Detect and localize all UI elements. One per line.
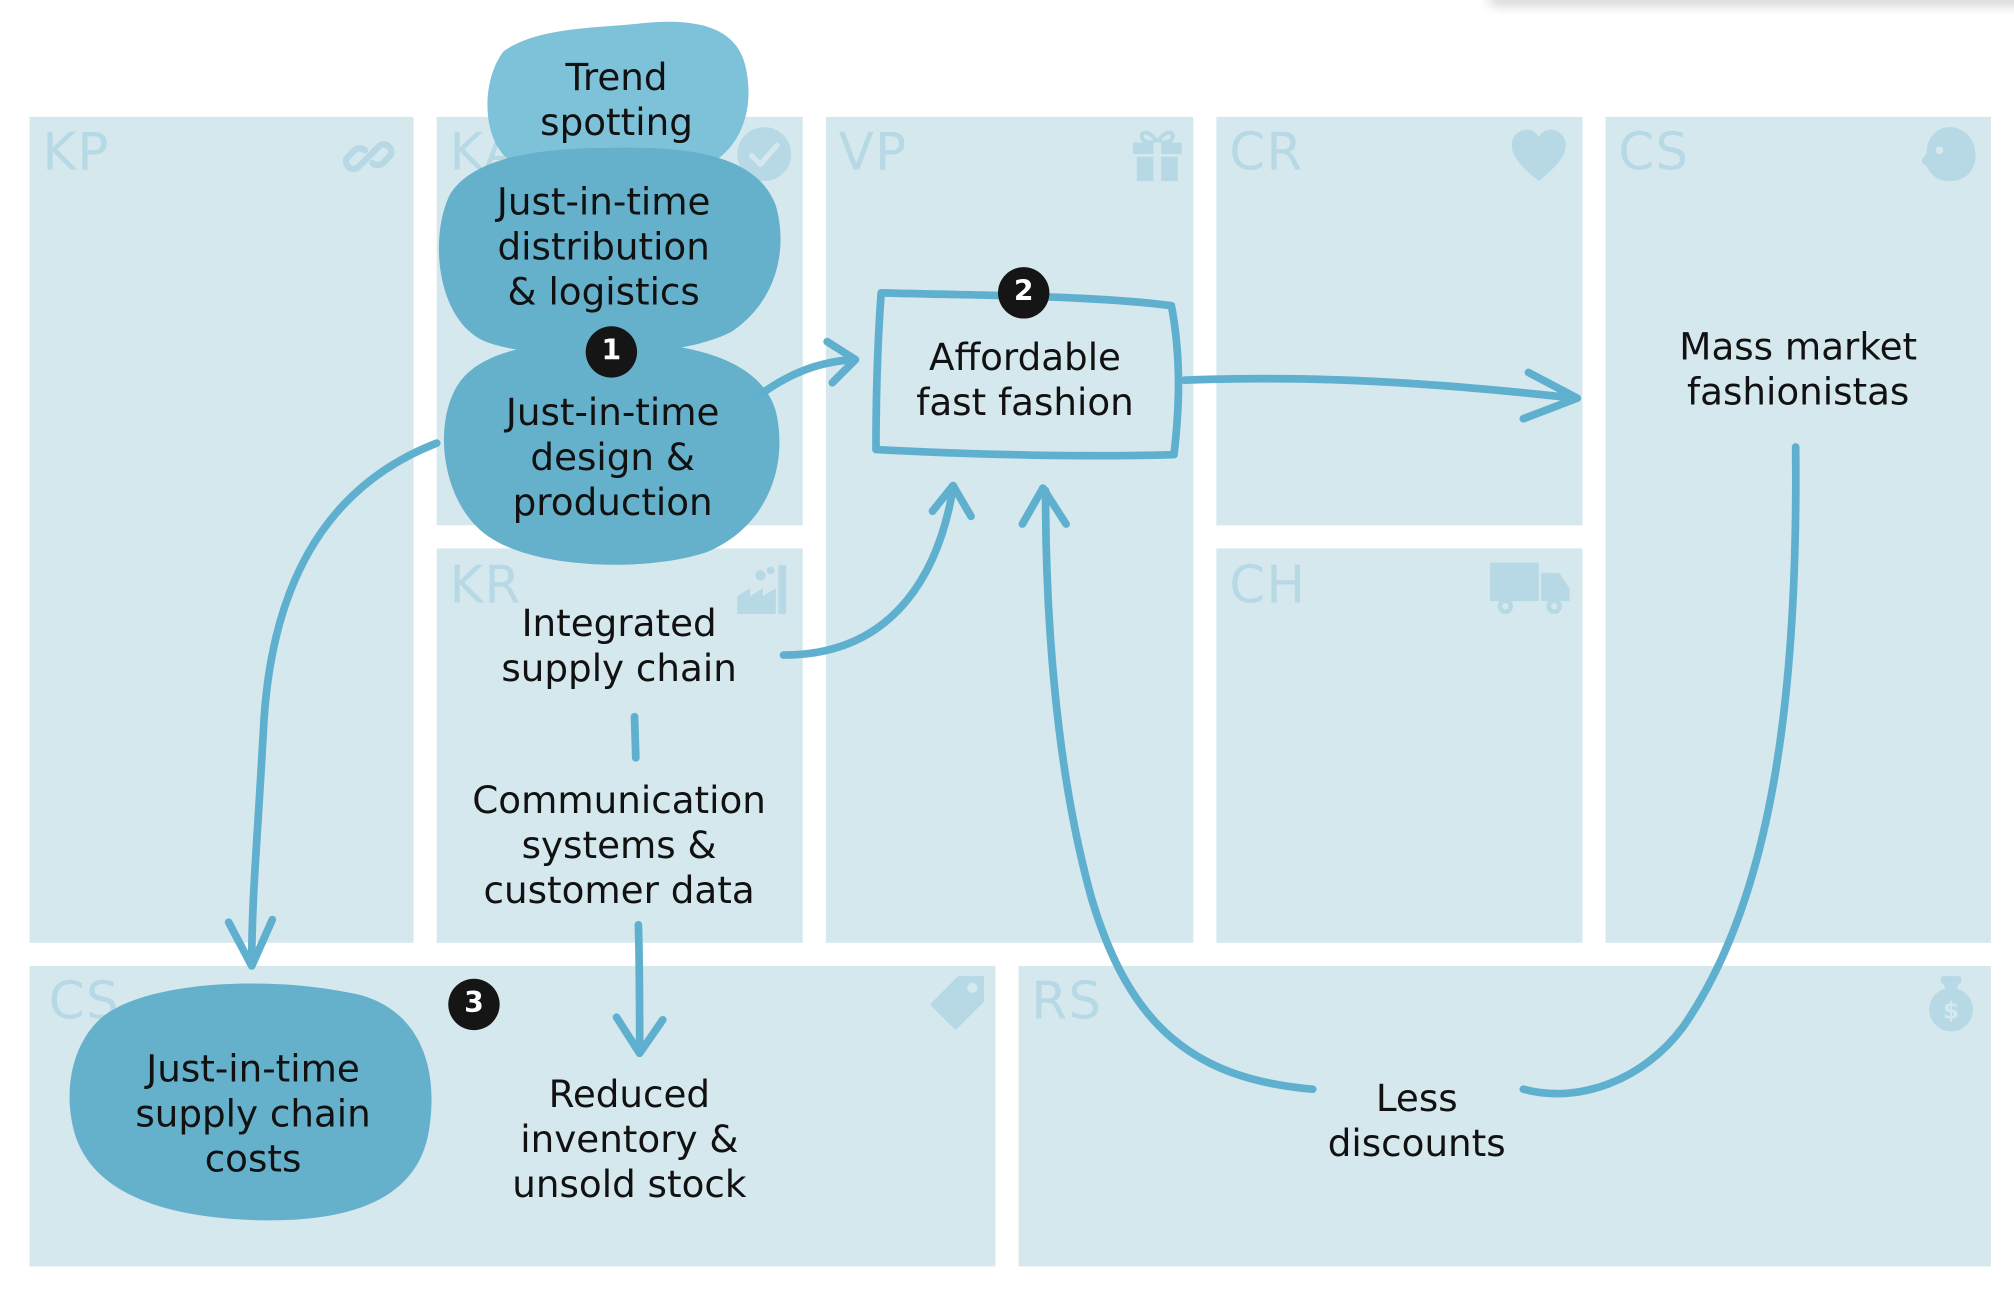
arrow-cs-to-discounts — [1519, 443, 1800, 1098]
label-ch: CH — [1229, 556, 1307, 616]
note-jit-costs: Just-in-time supply chain costs — [135, 1046, 371, 1181]
block-channels — [1216, 548, 1583, 943]
arrow-design-to-vp — [751, 355, 857, 403]
arrow-discounts-to-vp — [1041, 486, 1317, 1094]
label-kr: KR — [449, 556, 522, 616]
heart-icon — [1509, 127, 1568, 186]
checkmark-icon — [735, 125, 794, 184]
factory-icon — [735, 557, 794, 616]
block-key-partners — [29, 116, 414, 943]
badge-2: 2 — [998, 267, 1050, 319]
note-jit-design: Just-in-time design & production — [505, 390, 720, 525]
arrow-supply-to-vp — [779, 484, 957, 659]
label-vp: VP — [838, 123, 908, 183]
note-reduced-inventory: Reduced inventory & unsold stock — [512, 1072, 747, 1207]
blob-trend-spotting — [487, 21, 749, 176]
label-kp: KP — [42, 123, 110, 183]
face-icon — [1919, 125, 1978, 184]
arrow-comm-to-inventory — [634, 920, 644, 1055]
arrow-comm-to-inventory-head — [612, 1013, 667, 1058]
label-cr: CR — [1229, 123, 1304, 183]
block-key-resources — [436, 548, 803, 943]
connector-supply-comm — [630, 712, 640, 762]
block-revenue-streams — [1018, 965, 1991, 1267]
block-value-propositions — [825, 116, 1194, 943]
badge-3: 3 — [448, 978, 500, 1031]
blob-jit-design — [443, 341, 780, 565]
note-communication: Communication systems & customer data — [472, 778, 766, 912]
gift-icon — [1128, 125, 1187, 184]
note-jit-distribution: Just-in-time distribution & logistics — [496, 179, 711, 314]
link-icon — [339, 127, 398, 186]
blob-jit-distribution — [438, 147, 781, 356]
arrow-vp-to-cs — [1180, 374, 1579, 403]
arrow-design-to-vp-head — [823, 337, 860, 387]
badge-1: 1 — [585, 326, 638, 378]
label-rs: RS — [1031, 972, 1103, 1032]
arrow-vp-to-cs-head — [1519, 368, 1582, 423]
block-customer-relationships — [1216, 116, 1583, 526]
arrow-supply-to-vp-head — [928, 481, 975, 521]
money-bag-icon: $ — [1922, 974, 1981, 1033]
note-less-discounts: Less discounts — [1327, 1076, 1506, 1165]
note-mass-market: Mass market fashionistas — [1679, 324, 1918, 414]
note-integrated-supply: Integrated supply chain — [501, 601, 737, 690]
note-trend-spotting: Trend spotting — [540, 55, 693, 144]
arrow-design-to-costs-head — [224, 915, 277, 970]
truck-icon — [1487, 557, 1572, 616]
label-cs: CS — [1618, 123, 1690, 183]
tag-icon — [927, 974, 986, 1033]
svg-text:$: $ — [1943, 999, 1959, 1025]
arrow-discounts-to-vp-head — [1018, 484, 1070, 528]
arrow-design-to-costs — [247, 439, 441, 968]
note-affordable-fashion: Affordable fast fashion — [916, 335, 1134, 424]
blob-jit-costs — [69, 983, 432, 1221]
vp-box-outline — [872, 288, 1183, 460]
